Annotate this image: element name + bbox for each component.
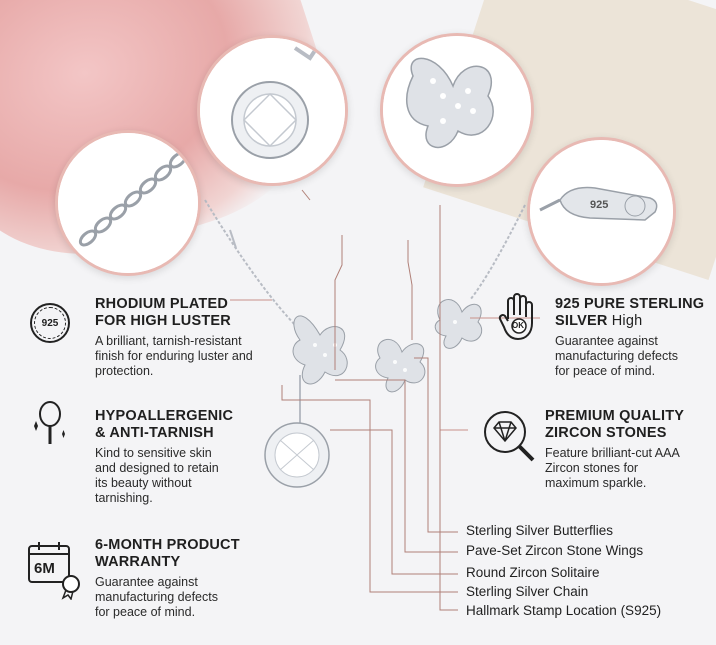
title-word: SILVER	[555, 313, 608, 329]
stamp-925-text: 925	[41, 317, 59, 329]
text-line: Guarantee against	[95, 575, 198, 589]
feature-sterling-title: 925 PURE STERLING SILVER High	[555, 296, 715, 330]
feature-sterling-text: Guarantee against manufacturing defects …	[555, 334, 715, 379]
title-line: FOR HIGH LUSTER	[95, 313, 231, 329]
text-line: tarnishing.	[95, 491, 153, 505]
feature-sterling: 925 PURE STERLING SILVER High Guarantee …	[555, 296, 715, 379]
callout-butterflies: Sterling Silver Butterflies	[466, 523, 614, 538]
text-line: for peace of mind.	[555, 364, 656, 378]
callout-silver-chain: Sterling Silver Chain	[466, 584, 589, 599]
text-line: and designed to retain	[95, 461, 219, 475]
feature-hypoallergenic-title: HYPOALLERGENIC & ANTI-TARNISH	[95, 408, 295, 442]
text-line: Feature brilliant-cut AAA	[545, 446, 680, 460]
solitaire-detail-circle	[197, 35, 348, 186]
hallmark-tag-text: 925	[590, 199, 609, 211]
text-line: protection.	[95, 364, 154, 378]
diamond-magnifier-icon	[481, 408, 537, 464]
feature-hypoallergenic: HYPOALLERGENIC & ANTI-TARNISH Kind to se…	[95, 408, 295, 506]
feature-warranty: 6-MONTH PRODUCT WARRANTY Guarantee again…	[95, 537, 295, 620]
title-line: SILVER High	[555, 313, 715, 330]
text-line: manufacturing defects	[555, 349, 678, 363]
text-line: manufacturing defects	[95, 590, 218, 604]
feature-zircon-text: Feature brilliant-cut AAA Zircon stones …	[545, 446, 715, 491]
feature-rhodium-title: RHODIUM PLATED FOR HIGH LUSTER	[95, 296, 295, 330]
text-line: for peace of mind.	[95, 605, 196, 619]
text-line: Kind to sensitive skin	[95, 446, 212, 460]
title-line: PREMIUM QUALITY	[545, 408, 685, 424]
title-line: HYPOALLERGENIC	[95, 408, 234, 424]
stamp-925-icon: 925	[30, 303, 70, 343]
calendar-warranty-text: 6M	[34, 560, 55, 577]
hand-mirror-icon	[28, 400, 68, 448]
title-line: WARRANTY	[95, 554, 181, 570]
title-line: & ANTI-TARNISH	[95, 425, 214, 441]
feature-rhodium: RHODIUM PLATED FOR HIGH LUSTER A brillia…	[95, 296, 295, 379]
title-line: 925 PURE STERLING	[555, 296, 705, 312]
text-line: Guarantee against	[555, 334, 658, 348]
title-line: 6-MONTH PRODUCT	[95, 537, 240, 553]
chain-detail-circle	[55, 130, 201, 276]
feature-rhodium-text: A brilliant, tarnish-resistant finish fo…	[95, 334, 295, 379]
text-line: maximum sparkle.	[545, 476, 647, 490]
calendar-warranty-icon: 6M	[27, 540, 83, 601]
hallmark-tag-detail-circle: 925	[527, 137, 676, 286]
text-line: A brilliant, tarnish-resistant	[95, 334, 242, 348]
text-line: finish for enduring luster and	[95, 349, 253, 363]
ok-hand-text: OK	[512, 321, 524, 330]
feature-warranty-text: Guarantee against manufacturing defects …	[95, 575, 295, 620]
title-line: ZIRCON STONES	[545, 425, 667, 441]
feature-zircon: PREMIUM QUALITY ZIRCON STONES Feature br…	[545, 408, 715, 491]
callout-hallmark-location: Hallmark Stamp Location (S925)	[466, 603, 662, 618]
feature-hypoallergenic-text: Kind to sensitive skin and designed to r…	[95, 446, 295, 506]
ok-hand-icon: OK	[498, 293, 540, 341]
feature-warranty-title: 6-MONTH PRODUCT WARRANTY	[95, 537, 295, 571]
text-line: its beauty without	[95, 476, 192, 490]
callout-pave-set-wings: Pave-Set Zircon Stone Wings	[466, 543, 644, 558]
feature-zircon-title: PREMIUM QUALITY ZIRCON STONES	[545, 408, 715, 442]
butterfly-detail-circle	[380, 33, 534, 187]
title-word: High	[611, 313, 643, 329]
title-line: RHODIUM PLATED	[95, 296, 229, 312]
text-line: Zircon stones for	[545, 461, 639, 475]
callout-round-solitaire: Round Zircon Solitaire	[466, 565, 600, 580]
